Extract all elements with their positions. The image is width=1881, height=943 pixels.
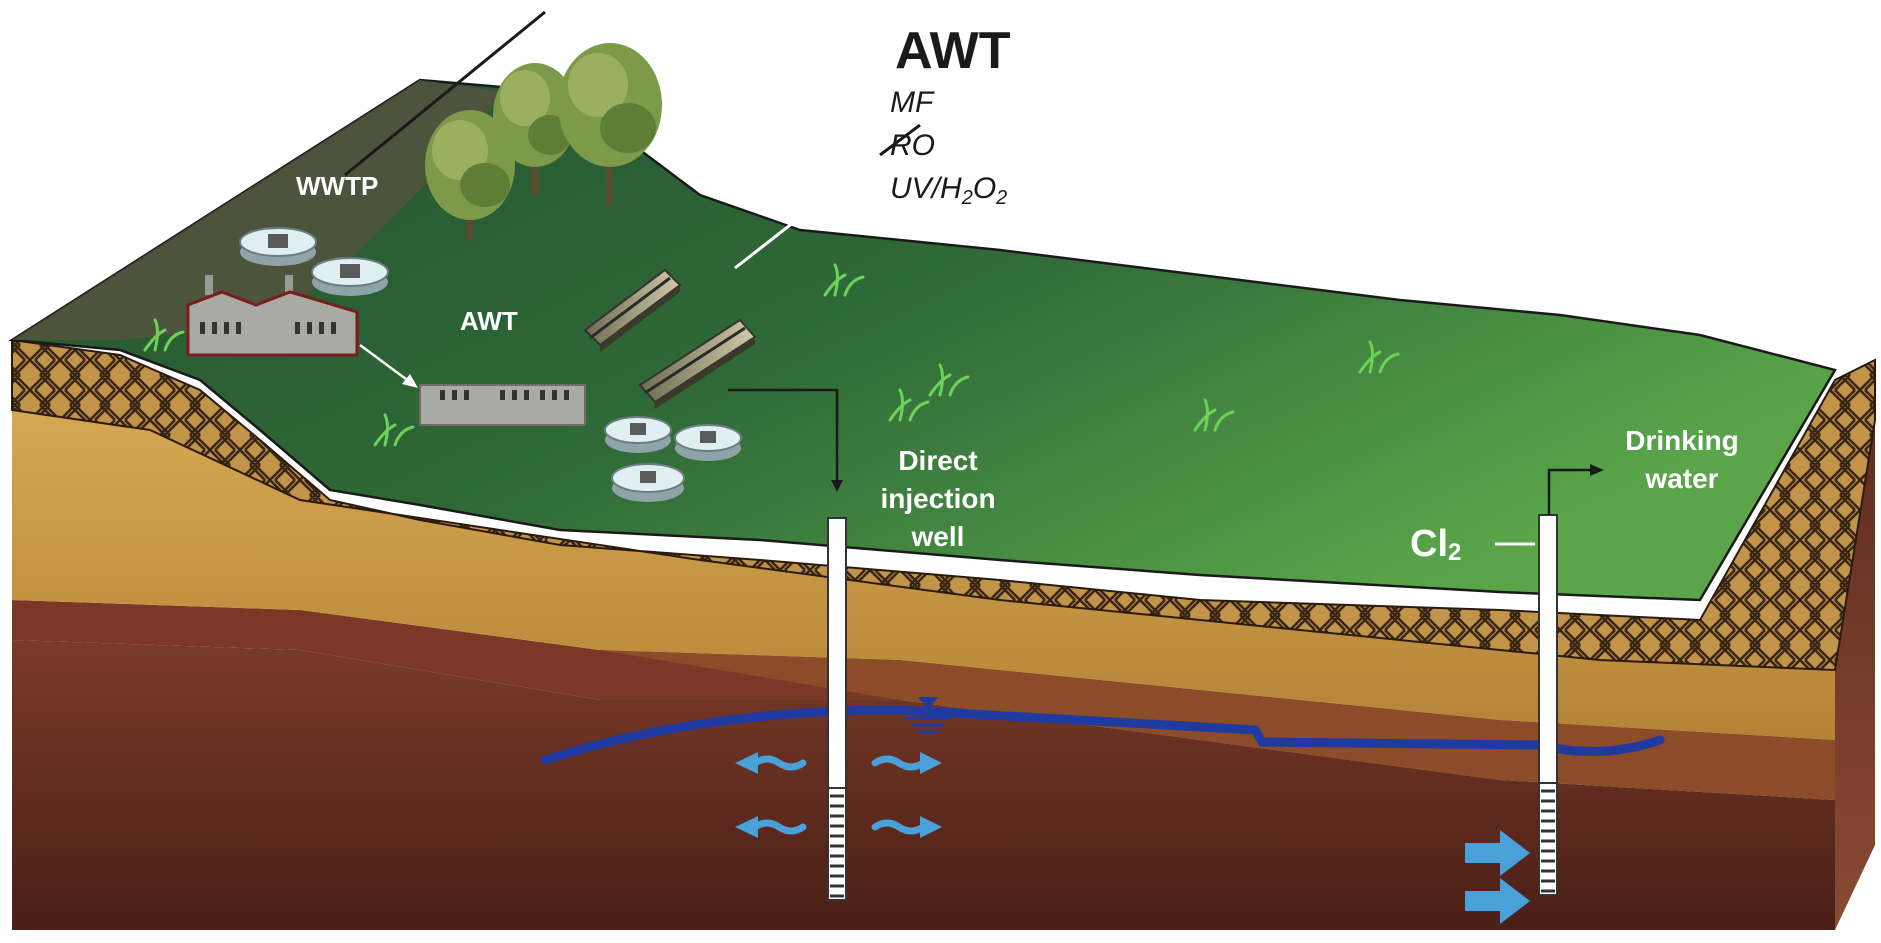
- clarifier-tank-icon: [311, 257, 389, 296]
- injection-flow-arrows: [751, 755, 927, 835]
- bedrock-layer: [12, 640, 1835, 930]
- clarifier-tank-icon: [674, 424, 742, 461]
- confining-layer: [11, 338, 1876, 672]
- grass-tuft-icon: [143, 263, 1400, 447]
- label-water: water: [1644, 463, 1718, 494]
- sand-aquifer-layer: [12, 410, 1835, 740]
- building-icon: [186, 275, 359, 357]
- injection-pipe: [728, 388, 839, 482]
- tree-icon: [558, 43, 662, 205]
- building-icon: [419, 384, 586, 426]
- filter-module-icon: [638, 318, 757, 409]
- label-well: well: [911, 521, 965, 552]
- label-cl2: Cl2: [1410, 523, 1461, 566]
- water-table-line: [540, 705, 1665, 765]
- label-uv-h2o2: UV/H2O2: [890, 172, 1007, 209]
- tree-icon: [493, 63, 577, 195]
- drinking-water-pipe: [1547, 468, 1592, 515]
- filter-module-icon: [583, 268, 682, 352]
- extraction-arrows: [1465, 830, 1530, 924]
- label-mf: MF: [890, 86, 935, 119]
- water-table-symbol: [905, 697, 950, 734]
- label-direct: Direct: [898, 445, 977, 476]
- production-well: [1538, 514, 1558, 896]
- label-awt-title: AWT: [895, 22, 1011, 80]
- power-line: [344, 10, 546, 177]
- label-drinking: Drinking: [1625, 425, 1739, 456]
- flow-arrow-wwtp-awt: [359, 343, 411, 384]
- tree-icon: [425, 110, 515, 240]
- clarifier-tank-icon: [611, 463, 685, 502]
- awt-callout-line-dark: [879, 123, 921, 157]
- injection-well: [827, 517, 847, 901]
- label-awt-site: AWT: [460, 306, 518, 336]
- label-ro: RO: [890, 129, 935, 162]
- clarifier-tank-icon: [604, 416, 672, 453]
- clarifier-tank-icon: [239, 227, 317, 266]
- awt-callout-line: [734, 153, 881, 270]
- label-injection: injection: [880, 483, 995, 514]
- label-wwtp: WWTP: [296, 171, 378, 201]
